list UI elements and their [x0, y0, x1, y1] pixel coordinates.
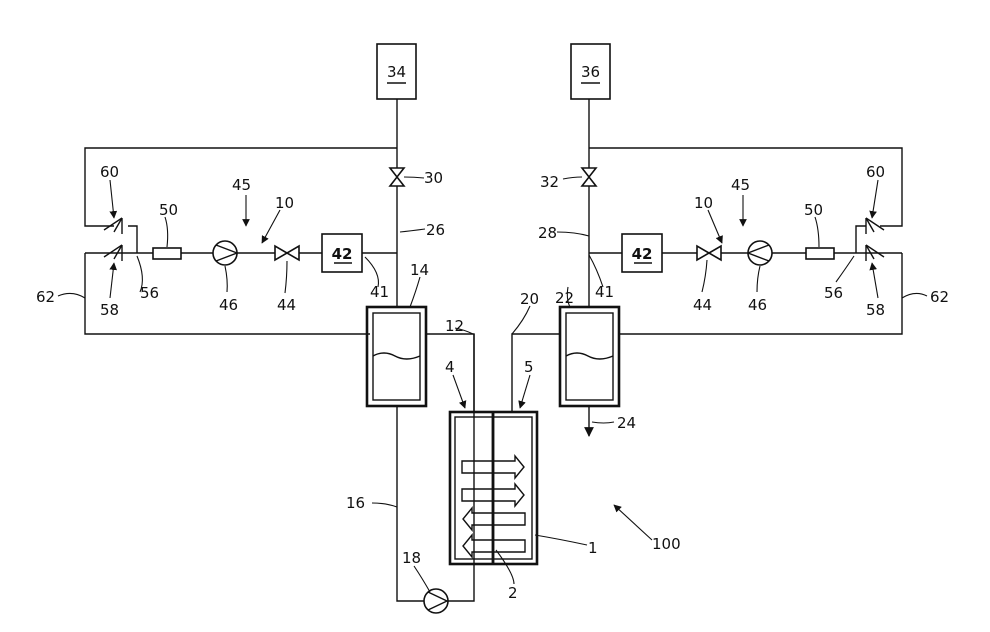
label-62-right: 62	[930, 288, 949, 306]
label-10-right: 10	[694, 194, 713, 212]
label-60-left: 60	[100, 163, 119, 181]
pump-18	[424, 589, 448, 613]
label-56-right: 56	[824, 284, 843, 302]
label-1: 1	[588, 539, 598, 557]
label-2: 2	[508, 584, 518, 602]
valve-44-left	[275, 246, 299, 260]
left-circuit-lines	[85, 99, 474, 601]
label-4: 4	[445, 358, 455, 376]
label-26: 26	[426, 221, 445, 239]
label-100: 100	[652, 535, 681, 553]
label-62-left: 62	[36, 288, 55, 306]
filter-50-left	[153, 248, 181, 259]
label-14: 14	[410, 261, 429, 279]
supply-box-34: 34	[377, 44, 416, 99]
label-22: 22	[555, 289, 574, 307]
label-41-left: 41	[370, 283, 389, 301]
component-42-left: 42	[322, 234, 362, 272]
svg-text:42: 42	[332, 245, 353, 263]
right-circuit-lines	[512, 99, 902, 436]
tank-22	[560, 307, 619, 406]
label-44-right: 44	[693, 296, 712, 314]
label-10-left: 10	[275, 194, 294, 212]
supply-box-36: 36	[571, 44, 610, 99]
label-24: 24	[617, 414, 636, 432]
label-18: 18	[402, 549, 421, 567]
pump-46-right	[748, 241, 772, 265]
component-42-right: 42	[622, 234, 662, 272]
label-50-left: 50	[159, 201, 178, 219]
svg-text:36: 36	[581, 63, 600, 81]
label-16: 16	[346, 494, 365, 512]
label-44-left: 44	[277, 296, 296, 314]
svg-text:34: 34	[387, 63, 406, 81]
valve-32	[582, 168, 596, 186]
filter-50-right	[806, 248, 834, 259]
label-30: 30	[424, 169, 443, 187]
svg-text:42: 42	[632, 245, 653, 263]
label-12: 12	[445, 317, 464, 335]
label-32: 32	[540, 173, 559, 191]
valve-44-right	[697, 246, 721, 260]
label-28: 28	[538, 224, 557, 242]
label-60-right: 60	[866, 163, 885, 181]
valve-30	[390, 168, 404, 186]
label-50-right: 50	[804, 201, 823, 219]
label-45-right: 45	[731, 176, 750, 194]
label-58-left: 58	[100, 301, 119, 319]
label-5: 5	[524, 358, 534, 376]
label-45-left: 45	[232, 176, 251, 194]
label-20: 20	[520, 290, 539, 308]
pump-46-left	[213, 241, 237, 265]
label-41-right: 41	[595, 283, 614, 301]
label-46-right: 46	[748, 296, 767, 314]
label-56-left: 56	[140, 284, 159, 302]
tank-14	[367, 307, 426, 406]
label-46-left: 46	[219, 296, 238, 314]
label-58-right: 58	[866, 301, 885, 319]
